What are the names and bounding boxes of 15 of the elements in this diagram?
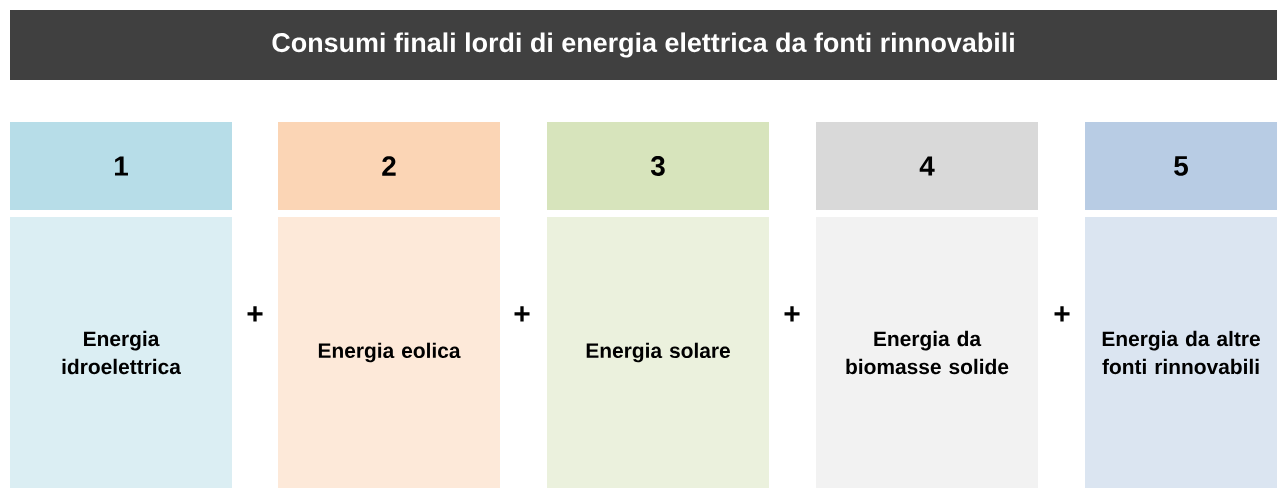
plus-sign: +	[784, 306, 800, 322]
category-box: Energia idroelettrica	[10, 217, 232, 488]
number-box: 4	[816, 122, 1038, 210]
category-box: Energia solare	[547, 217, 769, 488]
number-box: 1	[10, 122, 232, 210]
title-band: Consumi finali lordi di energia elettrica da fonti rinnovabili	[10, 10, 1277, 80]
number-box: 3	[547, 122, 769, 210]
plus-sign: +	[514, 306, 530, 322]
category-box: Energia da altre fonti rinnovabili	[1085, 217, 1277, 488]
plus-sign: +	[1054, 306, 1070, 322]
number-box: 5	[1085, 122, 1277, 210]
category-box: Energia eolica	[278, 217, 500, 488]
plus-sign: +	[247, 306, 263, 322]
category-box: Energia da biomasse solide	[816, 217, 1038, 488]
number-box: 2	[278, 122, 500, 210]
